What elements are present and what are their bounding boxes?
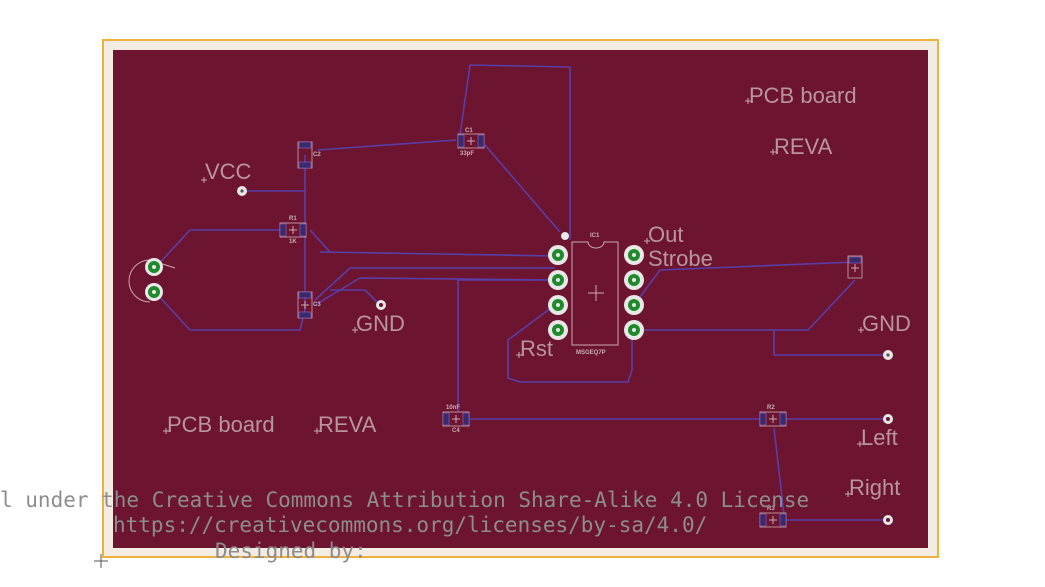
- r1-name-label: R1: [289, 216, 297, 222]
- c4-value-label: 10nF: [446, 405, 460, 411]
- license-line-2: https://creativecommons.org/licenses/by-…: [113, 513, 707, 537]
- out-label: Out: [648, 222, 683, 247]
- pcb-board-top-label: PCB board: [749, 83, 857, 108]
- c3-footprint: C3: [297, 291, 321, 319]
- r3-footprint: R3: [759, 506, 787, 528]
- c3-name-label: C3: [313, 302, 321, 308]
- reva-top-label: REVA: [774, 134, 833, 159]
- r1-footprint: R1 1K: [279, 216, 307, 245]
- board-copper-pour: [113, 50, 928, 548]
- right-label: Right: [849, 475, 900, 500]
- license-line-3: Designed by:: [215, 539, 367, 563]
- r3-name-label: R3: [767, 506, 775, 512]
- c2-footprint: C2: [297, 141, 321, 169]
- gnd-left-label: GND: [356, 311, 405, 336]
- ic1-pads: [548, 232, 644, 340]
- ic1-footprint: IC1 MSGEQ7P: [571, 233, 619, 356]
- r1-value-label: 1K: [289, 239, 297, 245]
- c4-name-label: C4: [452, 428, 460, 434]
- r2-footprint: R2: [759, 405, 787, 427]
- pcb-board-bottom-label: PCB board: [167, 412, 275, 437]
- c1-name-label: C1: [465, 128, 473, 134]
- vcc-label: VCC: [205, 159, 252, 184]
- strobe-label: Strobe: [648, 246, 713, 271]
- ic1-name-label: IC1: [590, 233, 600, 239]
- license-line-1: l under the Creative Commons Attribution…: [0, 488, 809, 512]
- test-pads: [237, 186, 893, 525]
- silkscreen-labels: PCB board REVA VCC GND Out Strobe GND Rs…: [167, 83, 911, 500]
- c2-name-label: C2: [313, 152, 321, 158]
- reva-bottom-label: REVA: [318, 412, 377, 437]
- license-text: l under the Creative Commons Attribution…: [0, 488, 809, 563]
- c1-footprint: C1 33pF: [457, 128, 485, 157]
- label-origin-markers: [94, 98, 864, 568]
- traces: [154, 64, 888, 521]
- out-connector-footprint: [847, 255, 863, 279]
- rst-label: Rst: [520, 336, 553, 361]
- r2-name-label: R2: [767, 405, 775, 411]
- ic1-value-label: MSGEQ7P: [576, 350, 606, 356]
- c1-value-label: 33pF: [460, 151, 474, 157]
- left-label: Left: [861, 425, 898, 450]
- c4-footprint: 10nF C4: [442, 405, 470, 434]
- gnd-right-label: GND: [862, 311, 911, 336]
- input-jack-footprint: [128, 258, 176, 303]
